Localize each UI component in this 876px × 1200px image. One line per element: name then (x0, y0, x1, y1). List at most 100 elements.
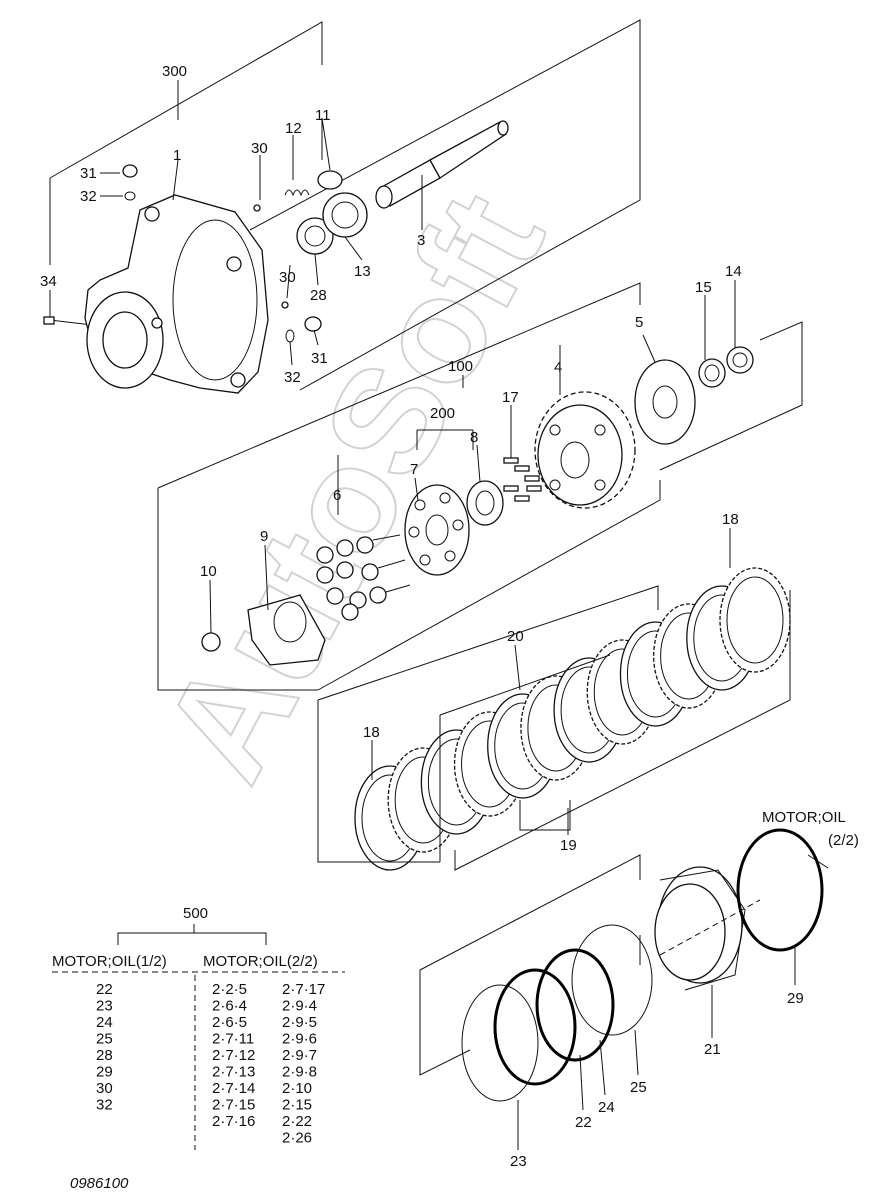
cylinder-assembly-frame (157, 282, 803, 691)
callout-4: 4 (554, 359, 562, 376)
backup-ring-part[interactable] (571, 924, 653, 1036)
kit-item: 2·26 (282, 1130, 312, 1147)
callout-32a: 32 (80, 188, 97, 205)
kit-item: 22 (96, 981, 113, 998)
bushing-part[interactable] (317, 170, 343, 190)
ball-part[interactable] (201, 632, 221, 652)
callout-12: 12 (285, 120, 302, 137)
kit-item: 2·7·14 (212, 1080, 255, 1097)
callout-100: 100 (448, 358, 473, 375)
callout-5: 5 (635, 314, 643, 331)
kit-col2-header: MOTOR;OIL(2/2) (203, 953, 318, 970)
kit-item: 2·7·15 (212, 1097, 255, 1114)
bearing-part[interactable] (322, 192, 368, 238)
kit-col1-header: MOTOR;OIL(1/2) (52, 953, 167, 970)
kit-table: 500 MOTOR;OIL(1/2) MOTOR;OIL(2/2) 222324… (52, 905, 345, 1150)
callout-labels: 300 1 11 12 30 31 32 34 3 13 28 30 31 32… (40, 63, 804, 1170)
kit-number: 500 (183, 905, 208, 922)
callout-17: 17 (502, 389, 519, 406)
callout-28: 28 (310, 287, 327, 304)
callout-7: 7 (410, 461, 418, 478)
callout-300: 300 (162, 63, 187, 80)
callout-14: 14 (725, 263, 742, 280)
kit-item: 2·6·4 (212, 998, 247, 1015)
kit-item: 23 (96, 998, 113, 1015)
kit-item: 2·7·13 (212, 1064, 255, 1081)
springs-part[interactable] (503, 457, 542, 502)
large-o-ring-part[interactable] (736, 828, 824, 952)
shaft-part[interactable] (375, 120, 509, 209)
kit-item: 2·7·11 (212, 1031, 254, 1048)
plug-part[interactable] (122, 164, 138, 178)
spherical-bushing-part[interactable] (466, 480, 504, 526)
gear-ring-part[interactable] (534, 391, 636, 509)
callout-25: 25 (630, 1079, 647, 1096)
kit-item: 2·9·8 (282, 1064, 317, 1081)
kit-item: 2·6·5 (212, 1014, 247, 1031)
callout-6: 6 (333, 487, 341, 504)
needle-bearing-part[interactable] (698, 358, 726, 388)
o-ring-part-24[interactable] (535, 948, 615, 1062)
brake-piston-part[interactable] (654, 866, 746, 991)
oil-note-line2: (2/2) (828, 832, 859, 849)
kit-item: 2·9·4 (282, 998, 317, 1015)
kit-item: 25 (96, 1031, 113, 1048)
friction-plates-part[interactable] (354, 567, 791, 871)
callout-31a: 31 (80, 165, 97, 182)
orifice-part-2[interactable] (281, 301, 289, 309)
kit-item: 2·2·5 (212, 981, 247, 998)
kit-item: 30 (96, 1080, 113, 1097)
kit-item: 29 (96, 1064, 113, 1081)
o-ring-part-2[interactable] (285, 329, 295, 343)
callout-29: 29 (787, 990, 804, 1007)
callout-19: 19 (560, 837, 577, 854)
plates-frame (317, 585, 791, 871)
leader-lines (100, 80, 829, 1150)
callout-200: 200 (430, 405, 455, 422)
callout-8: 8 (470, 429, 478, 446)
callout-11: 11 (315, 107, 331, 124)
ball-bearing-part[interactable] (726, 346, 754, 374)
callout-23: 23 (510, 1153, 527, 1170)
clutch-plate-inner (726, 576, 784, 664)
kit-item: 2·22 (282, 1113, 312, 1130)
callout-22: 22 (575, 1114, 592, 1131)
swash-plate-part[interactable] (247, 594, 326, 666)
spring-part[interactable] (284, 189, 310, 197)
kit-item: 2·7·16 (212, 1113, 255, 1130)
callout-3: 3 (417, 232, 425, 249)
kit-item: 2·9·6 (282, 1031, 317, 1048)
kit-item: 2·7·17 (282, 981, 325, 998)
callout-30b: 30 (279, 269, 296, 286)
pistons-part[interactable] (316, 534, 411, 621)
kit-item: 2·9·7 (282, 1047, 317, 1064)
o-ring-part-22[interactable] (493, 968, 577, 1086)
callout-34: 34 (40, 273, 57, 290)
seal-kit-frame (419, 854, 641, 1076)
valve-plate-part[interactable] (634, 359, 696, 445)
kit-item: 28 (96, 1047, 113, 1064)
motor-housing-part[interactable] (84, 194, 269, 394)
retainer-plate-part[interactable] (404, 484, 470, 576)
callout-18a: 18 (722, 511, 739, 528)
clutch-plate[interactable] (719, 567, 791, 673)
callout-32b: 32 (284, 369, 301, 386)
kit-item: 2·7·12 (212, 1047, 255, 1064)
kit-item: 2·15 (282, 1097, 312, 1114)
kit-item: 2·9·5 (282, 1014, 317, 1031)
kit-item: 24 (96, 1014, 113, 1031)
pin-part[interactable] (43, 316, 55, 325)
orifice-part[interactable] (253, 204, 261, 212)
callout-1: 1 (173, 147, 181, 164)
o-ring-part[interactable] (124, 191, 136, 201)
callout-24: 24 (598, 1099, 615, 1116)
kit-item: 2·10 (282, 1080, 312, 1097)
kit-col2a-list: 2·2·52·6·42·6·52·7·112·7·122·7·132·7·142… (212, 981, 255, 1130)
kit-item: 32 (96, 1097, 113, 1114)
callout-30a: 30 (251, 140, 268, 157)
plug-part-2[interactable] (304, 316, 322, 332)
oil-note-line1: MOTOR;OIL (762, 809, 846, 826)
backup-ring-part-23[interactable] (461, 984, 539, 1102)
